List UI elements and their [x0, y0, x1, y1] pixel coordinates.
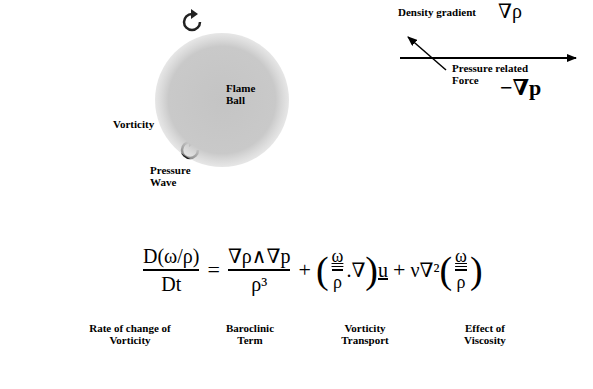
equation-part: ) [470, 251, 483, 289]
fraction-bar [332, 269, 344, 271]
equation-part: ρ [333, 273, 342, 293]
fraction-bar [455, 269, 467, 271]
fraction: ωρ [329, 247, 347, 292]
vortex-arrowhead [191, 9, 198, 19]
equation-part: + [293, 258, 315, 282]
symbol-label: −∇p [500, 76, 541, 100]
annotation-label: Pressure Wave [150, 164, 202, 188]
term-caption: Baroclinic Term [215, 322, 285, 346]
equation-part: D(ω/ρ) [143, 245, 199, 267]
equation-part: ( [439, 251, 452, 289]
flame-ball: Flame Ball [154, 32, 290, 168]
equation-part: = [202, 258, 224, 282]
flame-ball-shape [154, 32, 290, 168]
symbol-label: ∇ρ [498, 0, 522, 22]
fraction: ωρ [452, 247, 470, 292]
equation-part: ρ [457, 273, 466, 293]
equation-part: ω [455, 247, 467, 267]
term-caption: Effect of Viscosity [450, 322, 520, 346]
fraction-bar [143, 269, 199, 271]
equation-part: .∇ [346, 259, 365, 281]
equation-part: + [388, 258, 410, 282]
fraction: D(ω/ρ) Dt [140, 245, 202, 295]
equation-part: Dt [161, 273, 181, 295]
fraction-bar [228, 269, 291, 271]
node-label: Flame Ball [226, 82, 270, 106]
equation-part: u [378, 259, 388, 281]
equation-part: ( [316, 251, 329, 289]
annotation-label: Vorticity [113, 118, 154, 130]
equation-part: ) [365, 251, 378, 289]
equation-part: ω [332, 247, 344, 267]
equation-part: ν∇² [410, 259, 439, 281]
term-caption: Vorticity Transport [329, 322, 401, 346]
vorticity-equation: D(ω/ρ)Dt=∇ρ∧∇pρ³+(ωρ.∇)u+ν∇²(ωρ) [140, 228, 483, 312]
fraction: ∇ρ∧∇p ρ³ [225, 245, 294, 295]
equation-part: ρ³ [251, 273, 267, 295]
axis-label: Density gradient [398, 6, 476, 18]
term-caption: Rate of change of Vorticity [84, 322, 176, 346]
equation-part: ∇ρ∧∇p [228, 245, 291, 267]
pressure-force-arrow [400, 57, 576, 59]
density-gradient-arrow [408, 37, 446, 70]
